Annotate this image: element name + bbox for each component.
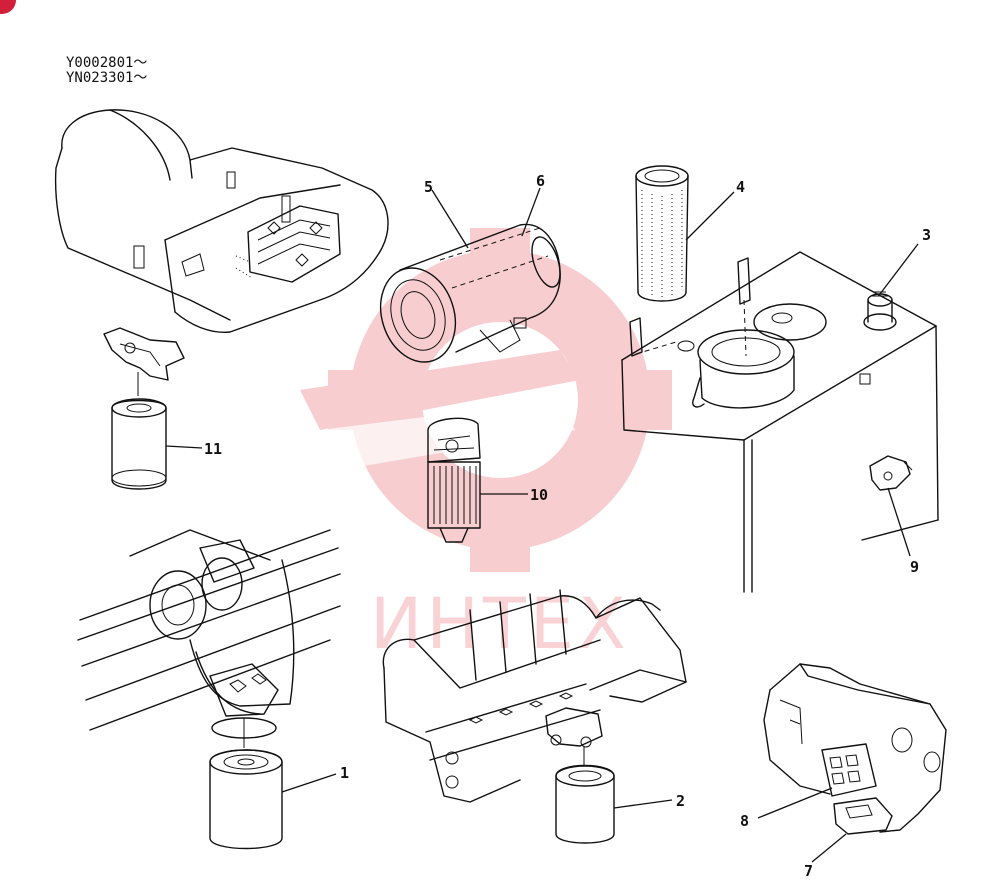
control-valve-block [235, 195, 341, 283]
callout-3: 3 [922, 226, 931, 244]
callout-10: 10 [530, 486, 548, 504]
watermark-text: ИНТЕХ [370, 583, 630, 665]
fuel-filter-10 [427, 417, 481, 543]
filter-element-4 [635, 165, 689, 302]
engine-center-assembly [382, 589, 687, 844]
serial-range-1: Y0002801～ [66, 55, 148, 71]
callout-1: 1 [340, 764, 349, 782]
engine-left-assembly [77, 529, 341, 850]
air-cleaner-assembly [379, 223, 561, 363]
callout-6: 6 [536, 172, 545, 190]
watermark-logo [300, 228, 672, 572]
engine-hood-assembly [54, 109, 389, 333]
callout-9: 9 [910, 558, 919, 576]
callout-11: 11 [204, 440, 222, 458]
callout-7: 7 [804, 862, 813, 880]
control-box-assembly [763, 663, 947, 835]
callout-2: 2 [676, 792, 685, 810]
leader-lines [165, 187, 919, 863]
serial-range-2: YN023301～ [66, 70, 148, 86]
callout-4: 4 [736, 178, 745, 196]
callout-5: 5 [424, 178, 433, 196]
callout-8: 8 [740, 812, 749, 830]
filter-11-assembly [103, 327, 185, 490]
hydraulic-tank [621, 251, 939, 593]
